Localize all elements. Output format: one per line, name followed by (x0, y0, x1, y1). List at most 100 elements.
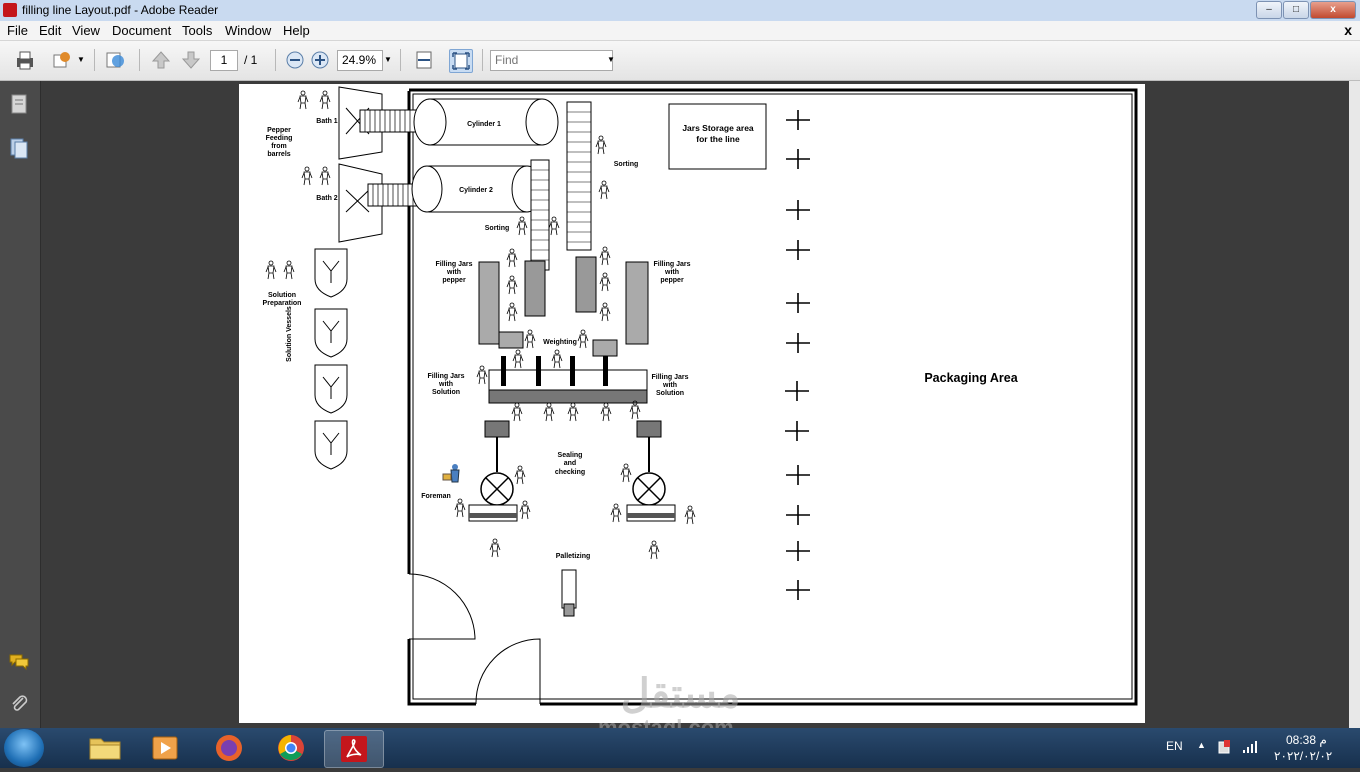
pepper-feeding-label-1: Pepper (267, 127, 291, 134)
menu-bar: File Edit View Document Tools Window Hel… (0, 21, 1360, 41)
watermark: مستقل mostaql.com (598, 672, 741, 740)
sealing-label-3: checking (555, 469, 585, 476)
taskbar-adobe-reader[interactable] (324, 730, 384, 768)
filling-solution-left-label-2: with (438, 381, 453, 388)
zoom-in-icon[interactable] (309, 49, 331, 71)
packaging-markers (784, 109, 811, 601)
zoom-dropdown-icon[interactable]: ▼ (384, 55, 392, 64)
filling-solution-right-label-1: Filling Jars (652, 374, 689, 381)
clock-date[interactable]: ٢٠٢٢/٠٢/٠٢ (1274, 749, 1333, 763)
chrome-icon (278, 735, 304, 761)
collaborate-icon[interactable] (104, 49, 126, 71)
taskbar-chrome[interactable] (262, 730, 320, 766)
solution-prep-label-2: Preparation (263, 300, 302, 307)
comments-panel-icon[interactable] (8, 651, 30, 673)
cylinder-1-label: Cylinder 1 (467, 121, 501, 128)
menu-document[interactable]: Document (112, 23, 172, 38)
separator (139, 49, 140, 71)
adobe-reader-icon (3, 3, 17, 17)
bath-2-label: Bath 2 (316, 195, 338, 202)
document-close-button[interactable]: x (1344, 22, 1352, 38)
previous-page-icon[interactable] (150, 49, 172, 71)
pepper-filling-machines (478, 256, 649, 357)
palletizing-label: Palletizing (556, 553, 591, 560)
language-indicator[interactable]: EN (1166, 739, 1183, 753)
menu-view[interactable]: View (72, 23, 100, 38)
filling-pepper-left-label-1: Filling Jars (436, 261, 473, 268)
filling-pepper-right-label-2: with (664, 269, 679, 276)
adobe-reader-icon (341, 736, 367, 762)
cylinder-2-label: Cylinder 2 (459, 187, 493, 194)
menu-window[interactable]: Window (225, 23, 272, 38)
packaging-area-label: Packaging Area (924, 371, 1018, 385)
network-signal-icon[interactable] (1242, 740, 1258, 754)
fit-width-icon[interactable] (413, 49, 435, 71)
attachments-panel-icon[interactable] (8, 693, 30, 715)
building-outline (407, 88, 1138, 706)
taskbar: EN ▲ 08:38 م ٢٠٢٢/٠٢/٠٢ (0, 728, 1360, 768)
vertical-scrollbar[interactable] (1349, 81, 1360, 728)
filling-solution-left-label-3: Solution (432, 389, 460, 396)
zoom-level-field[interactable]: 24.9% (337, 50, 383, 71)
share-icon[interactable] (50, 49, 72, 71)
pepper-feeding-label-3: from (271, 143, 287, 150)
menu-edit[interactable]: Edit (39, 23, 62, 38)
folder-icon (89, 738, 121, 760)
toolbar: ▼ 1 / 1 24.9% ▼ ▼ (0, 41, 1360, 81)
taskbar-media-player[interactable] (136, 730, 194, 766)
jars-storage-area (668, 103, 767, 170)
filling-solution-left-label-1: Filling Jars (428, 373, 465, 380)
filling-pepper-left-label-3: pepper (442, 277, 466, 284)
action-center-icon[interactable] (1217, 739, 1231, 755)
find-dropdown-icon[interactable]: ▼ (607, 55, 615, 64)
bath-hoppers (338, 86, 427, 243)
solution-vessels (314, 248, 348, 470)
pages-panel-icon[interactable] (8, 93, 30, 115)
taskbar-explorer[interactable] (76, 730, 134, 766)
sorting-label-right: Sorting (614, 161, 639, 168)
pepper-feeding-label-4: barrels (267, 151, 290, 158)
menu-file[interactable]: File (7, 23, 28, 38)
pepper-feeding-label-2: Feeding (266, 135, 293, 142)
clock-time[interactable]: 08:38 م (1286, 733, 1327, 747)
cylinder-1 (413, 98, 559, 146)
sealing-label-1: Sealing (558, 452, 583, 459)
menu-help[interactable]: Help (283, 23, 310, 38)
zoom-out-icon[interactable] (284, 49, 306, 71)
find-input[interactable] (490, 50, 613, 71)
filling-pepper-right-label-3: pepper (660, 277, 684, 284)
separator (482, 49, 483, 71)
sealing-label-2: and (564, 460, 576, 467)
separator (275, 49, 276, 71)
separator (400, 49, 401, 71)
maximize-button[interactable]: □ (1283, 1, 1309, 19)
start-button[interactable] (4, 729, 44, 767)
menu-tools[interactable]: Tools (182, 23, 213, 38)
page-number-input[interactable]: 1 (210, 50, 238, 71)
bookmarks-panel-icon[interactable] (8, 137, 30, 159)
minimize-button[interactable]: – (1256, 1, 1282, 19)
media-player-icon (152, 736, 178, 760)
tray-expand-icon[interactable]: ▲ (1197, 740, 1206, 750)
sealing-machines (468, 420, 676, 522)
cylinder-2 (411, 165, 543, 213)
separator (94, 49, 95, 71)
taskbar-firefox[interactable] (200, 730, 258, 766)
fit-page-icon[interactable] (449, 49, 473, 73)
document-page: Pepper Feeding from barrels Bath 1 Bath … (239, 84, 1145, 723)
filling-pepper-right-label-1: Filling Jars (654, 261, 691, 268)
jars-storage-label-2: for the line (696, 134, 740, 144)
print-icon[interactable] (14, 49, 36, 71)
filling-solution-right-label-3: Solution (656, 390, 684, 397)
firefox-icon (216, 735, 242, 761)
title-bar: filling line Layout.pdf - Adobe Reader –… (0, 0, 1360, 22)
share-dropdown-icon[interactable]: ▼ (77, 55, 85, 64)
solution-prep-label-1: Solution (268, 292, 296, 299)
next-page-icon[interactable] (180, 49, 202, 71)
bath-1-label: Bath 1 (316, 118, 338, 125)
foreman-icon (442, 464, 460, 483)
close-button[interactable]: x (1310, 1, 1356, 19)
palletizer (561, 569, 577, 617)
solution-filling-conveyor (488, 356, 648, 404)
factory-layout-drawing: Pepper Feeding from barrels Bath 1 Bath … (263, 86, 1138, 706)
